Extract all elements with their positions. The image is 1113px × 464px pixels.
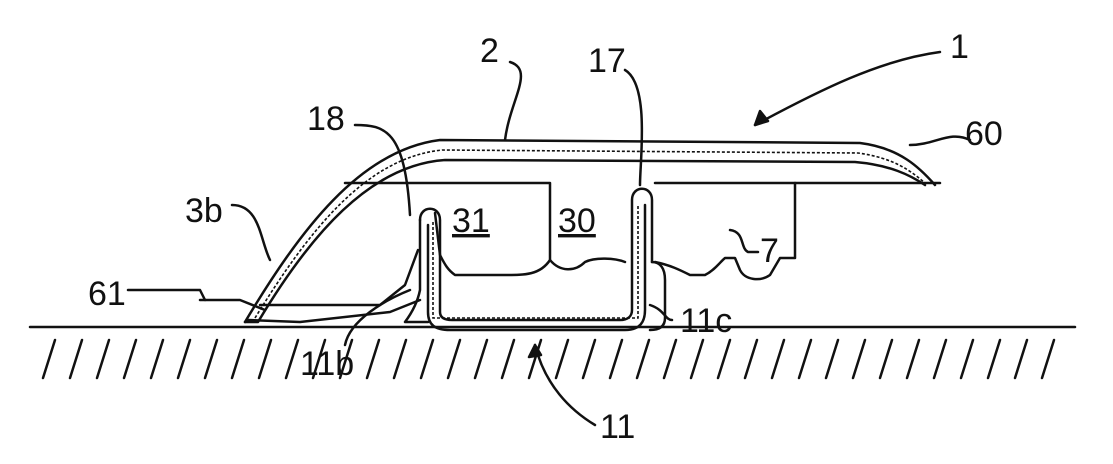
hatch-mark <box>97 340 109 378</box>
label-11c: 11c <box>680 302 732 340</box>
hatch-mark <box>772 340 784 378</box>
hatch-mark <box>988 340 1000 378</box>
hatch-mark <box>826 340 838 378</box>
floor <box>30 327 1075 378</box>
hatch-mark <box>880 340 892 378</box>
label-61: 61 <box>88 275 126 313</box>
hatch-mark <box>70 340 82 378</box>
hatch-mark <box>151 340 163 378</box>
label-30: 30 <box>558 202 596 240</box>
hatch-mark <box>961 340 973 378</box>
hatch-mark <box>934 340 946 378</box>
hatch-mark <box>799 340 811 378</box>
label-31: 31 <box>452 202 490 240</box>
hatch-mark <box>232 340 244 378</box>
label-3b: 3b <box>185 192 223 230</box>
hatch-mark <box>691 340 703 378</box>
label-17: 17 <box>588 42 626 80</box>
label-2: 2 <box>480 32 499 70</box>
hatch-mark <box>475 340 487 378</box>
hatch-mark <box>1042 340 1054 378</box>
label-60: 60 <box>965 115 1003 153</box>
hatch-mark <box>502 340 514 378</box>
label-11: 11 <box>600 408 635 446</box>
hatch-mark <box>610 340 622 378</box>
hatch-mark <box>421 340 433 378</box>
label-18: 18 <box>307 100 345 138</box>
hatch-mark <box>745 340 757 378</box>
hatch-mark <box>124 340 136 378</box>
hatch-mark <box>556 340 568 378</box>
hatch-mark <box>394 340 406 378</box>
hatch-mark <box>367 340 379 378</box>
label-1: 1 <box>950 28 969 66</box>
label-7: 7 <box>760 232 779 270</box>
hatch-mark <box>1015 340 1027 378</box>
hatch-mark <box>583 340 595 378</box>
hatch-mark <box>853 340 865 378</box>
hatch-mark <box>718 340 730 378</box>
hatch-mark <box>907 340 919 378</box>
hatch-mark <box>637 340 649 378</box>
hatch-mark <box>43 340 55 378</box>
hatch-mark <box>664 340 676 378</box>
hatch-mark <box>178 340 190 378</box>
hatch-mark <box>286 340 298 378</box>
hatch-mark <box>259 340 271 378</box>
base-rail <box>405 189 665 330</box>
hatch-mark <box>448 340 460 378</box>
label-11b: 11b <box>300 345 354 383</box>
hatch-mark <box>205 340 217 378</box>
